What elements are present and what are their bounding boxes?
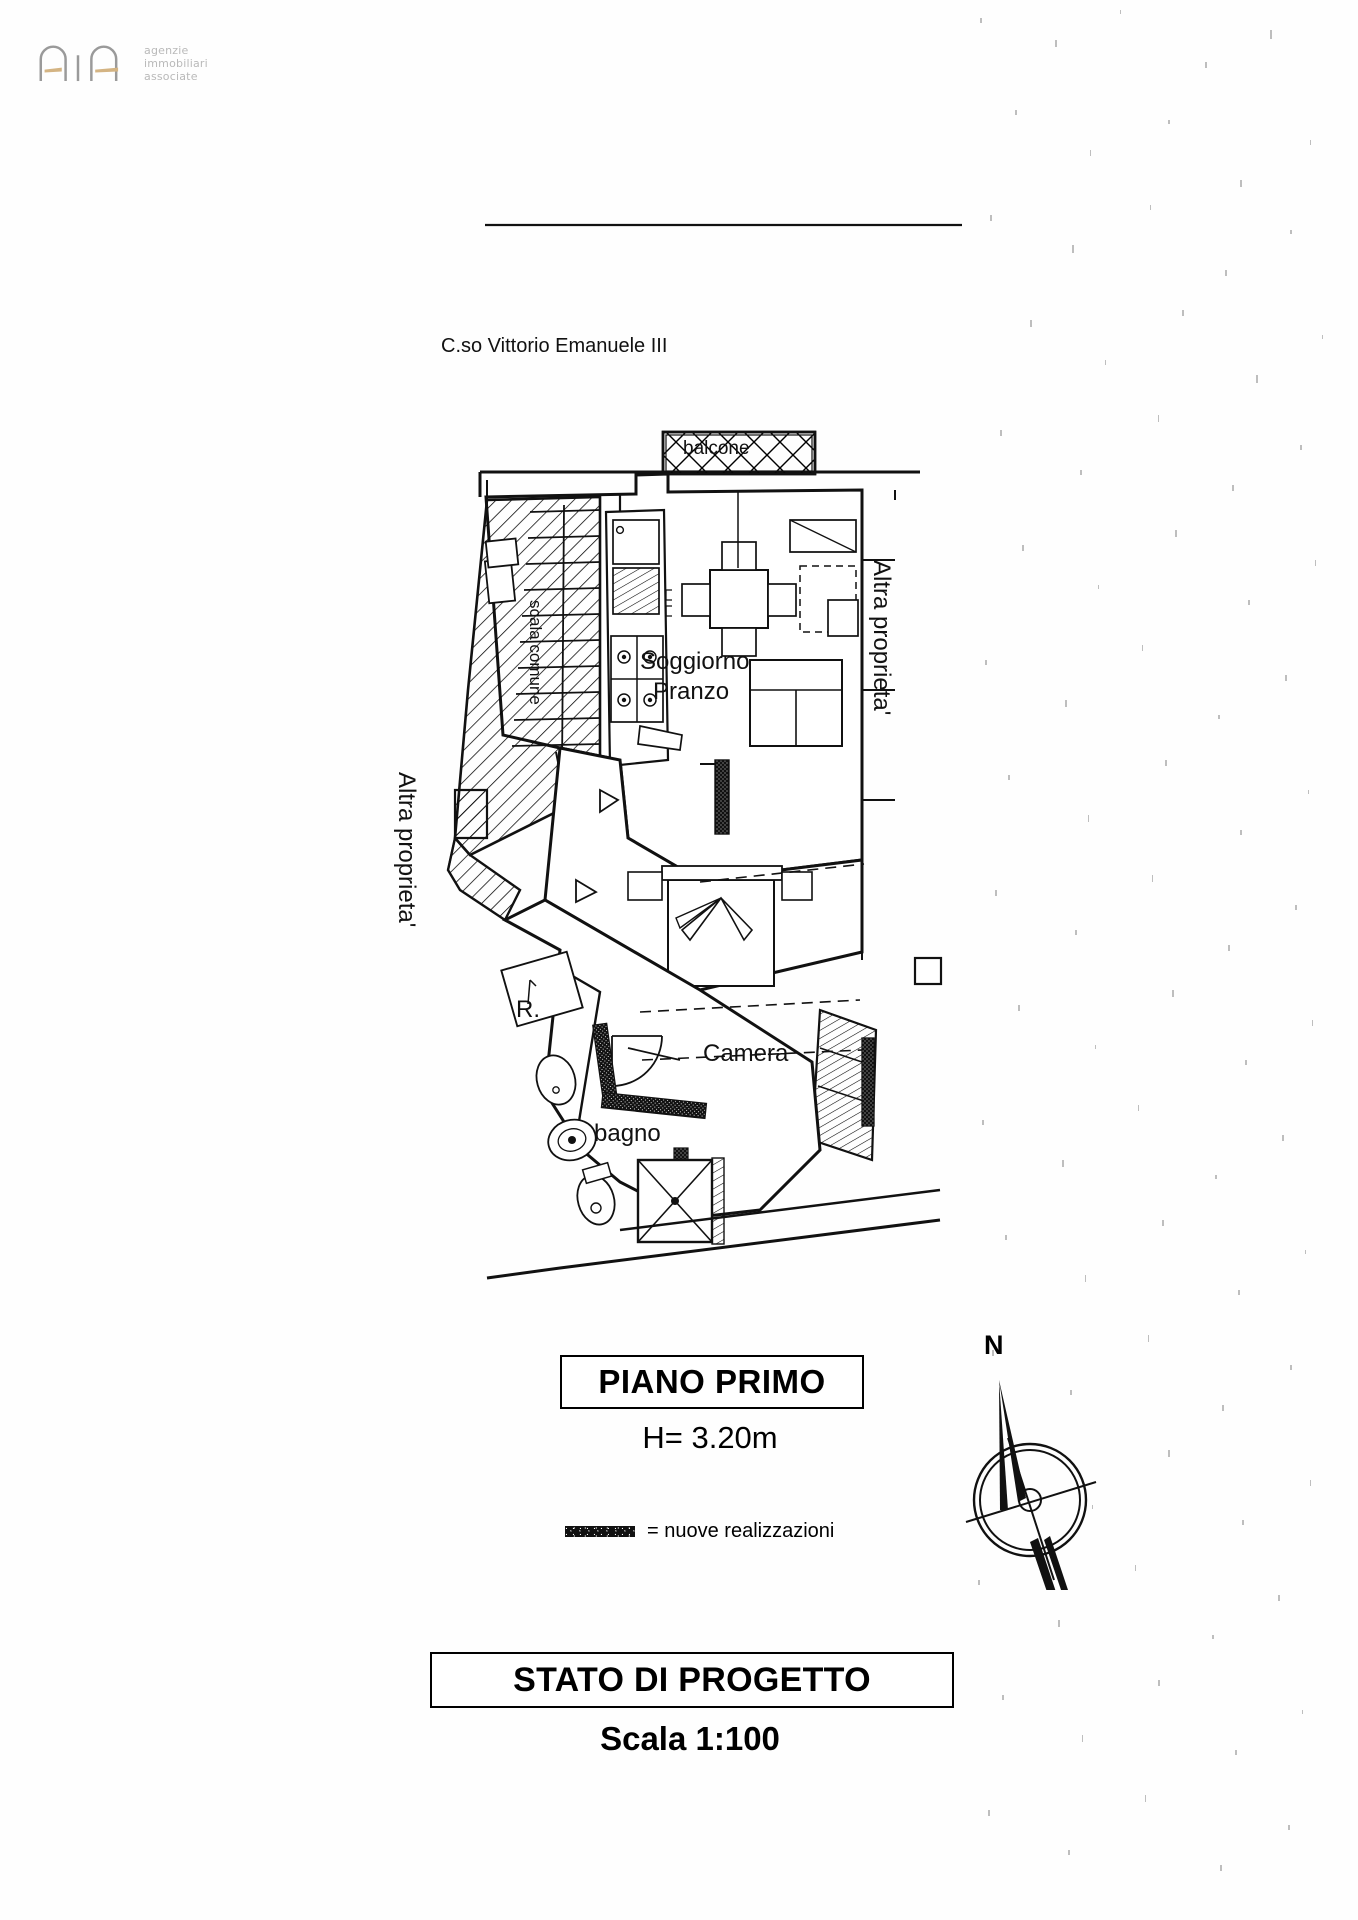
- logo-line-agenzie: agenzie: [144, 44, 189, 57]
- new-construction-walls: [592, 1022, 875, 1161]
- bathroom-window-opening: [636, 1157, 725, 1245]
- other-property-label-right: Altra proprieta': [868, 560, 895, 716]
- legend: = nuove realizzazioni: [565, 1520, 834, 1543]
- room-label-balcone: balcone: [683, 438, 750, 459]
- sofa-seating: [749, 519, 859, 747]
- right-wall-ticks: [861, 490, 896, 960]
- room-label-bagno: bagno: [594, 1120, 661, 1147]
- ceiling-height-text: H= 3.20m: [642, 1420, 778, 1455]
- aia-logo-mark: [39, 45, 119, 82]
- balcony-shape: [661, 430, 817, 476]
- door-swings: [575, 788, 681, 1087]
- kitchen-counter: [604, 508, 683, 768]
- sanitary-fixtures: [500, 950, 616, 1226]
- logo-line-associate: associate: [144, 70, 198, 83]
- room-label-soggiorno: Soggiorno: [640, 648, 750, 675]
- bed-furniture: [627, 865, 813, 987]
- detached-column-square: [913, 956, 943, 986]
- room-label-pranzo: Pranzo: [653, 678, 730, 705]
- north-compass: N: [930, 1330, 1130, 1630]
- aia-logo: agenzie immobiliari associate: [36, 38, 246, 98]
- lower-boundary-line: [486, 1188, 941, 1280]
- logo-wordmark: agenzie immobiliari associate: [144, 44, 208, 83]
- street-name-label: C.so Vittorio Emanuele III: [441, 335, 668, 357]
- logo-line-immobiliari: immobiliari: [144, 57, 208, 70]
- compass-north-label: N: [984, 1330, 1004, 1360]
- room-label-camera: Camera: [703, 1040, 789, 1067]
- dining-table-set: [665, 492, 857, 657]
- legend-swatch-new-work: [565, 1526, 635, 1537]
- dashed-projection-lines: [639, 863, 865, 1061]
- left-reference-lines: [447, 480, 488, 871]
- project-state-title-box: STATO DI PROGETTO: [430, 1652, 954, 1708]
- scale-text: Scala 1:100: [600, 1720, 780, 1757]
- new-wall-segment-upper: [700, 759, 730, 835]
- floor-title-box: PIANO PRIMO: [560, 1355, 864, 1409]
- other-property-label-left: Altra proprieta': [393, 772, 420, 928]
- compass-rose-icon: [965, 1380, 1097, 1630]
- room-label-ripostiglio: R.: [516, 996, 540, 1023]
- legend-label: = nuove realizzazioni: [647, 1520, 835, 1542]
- stairwell-label: scala comune: [526, 600, 545, 705]
